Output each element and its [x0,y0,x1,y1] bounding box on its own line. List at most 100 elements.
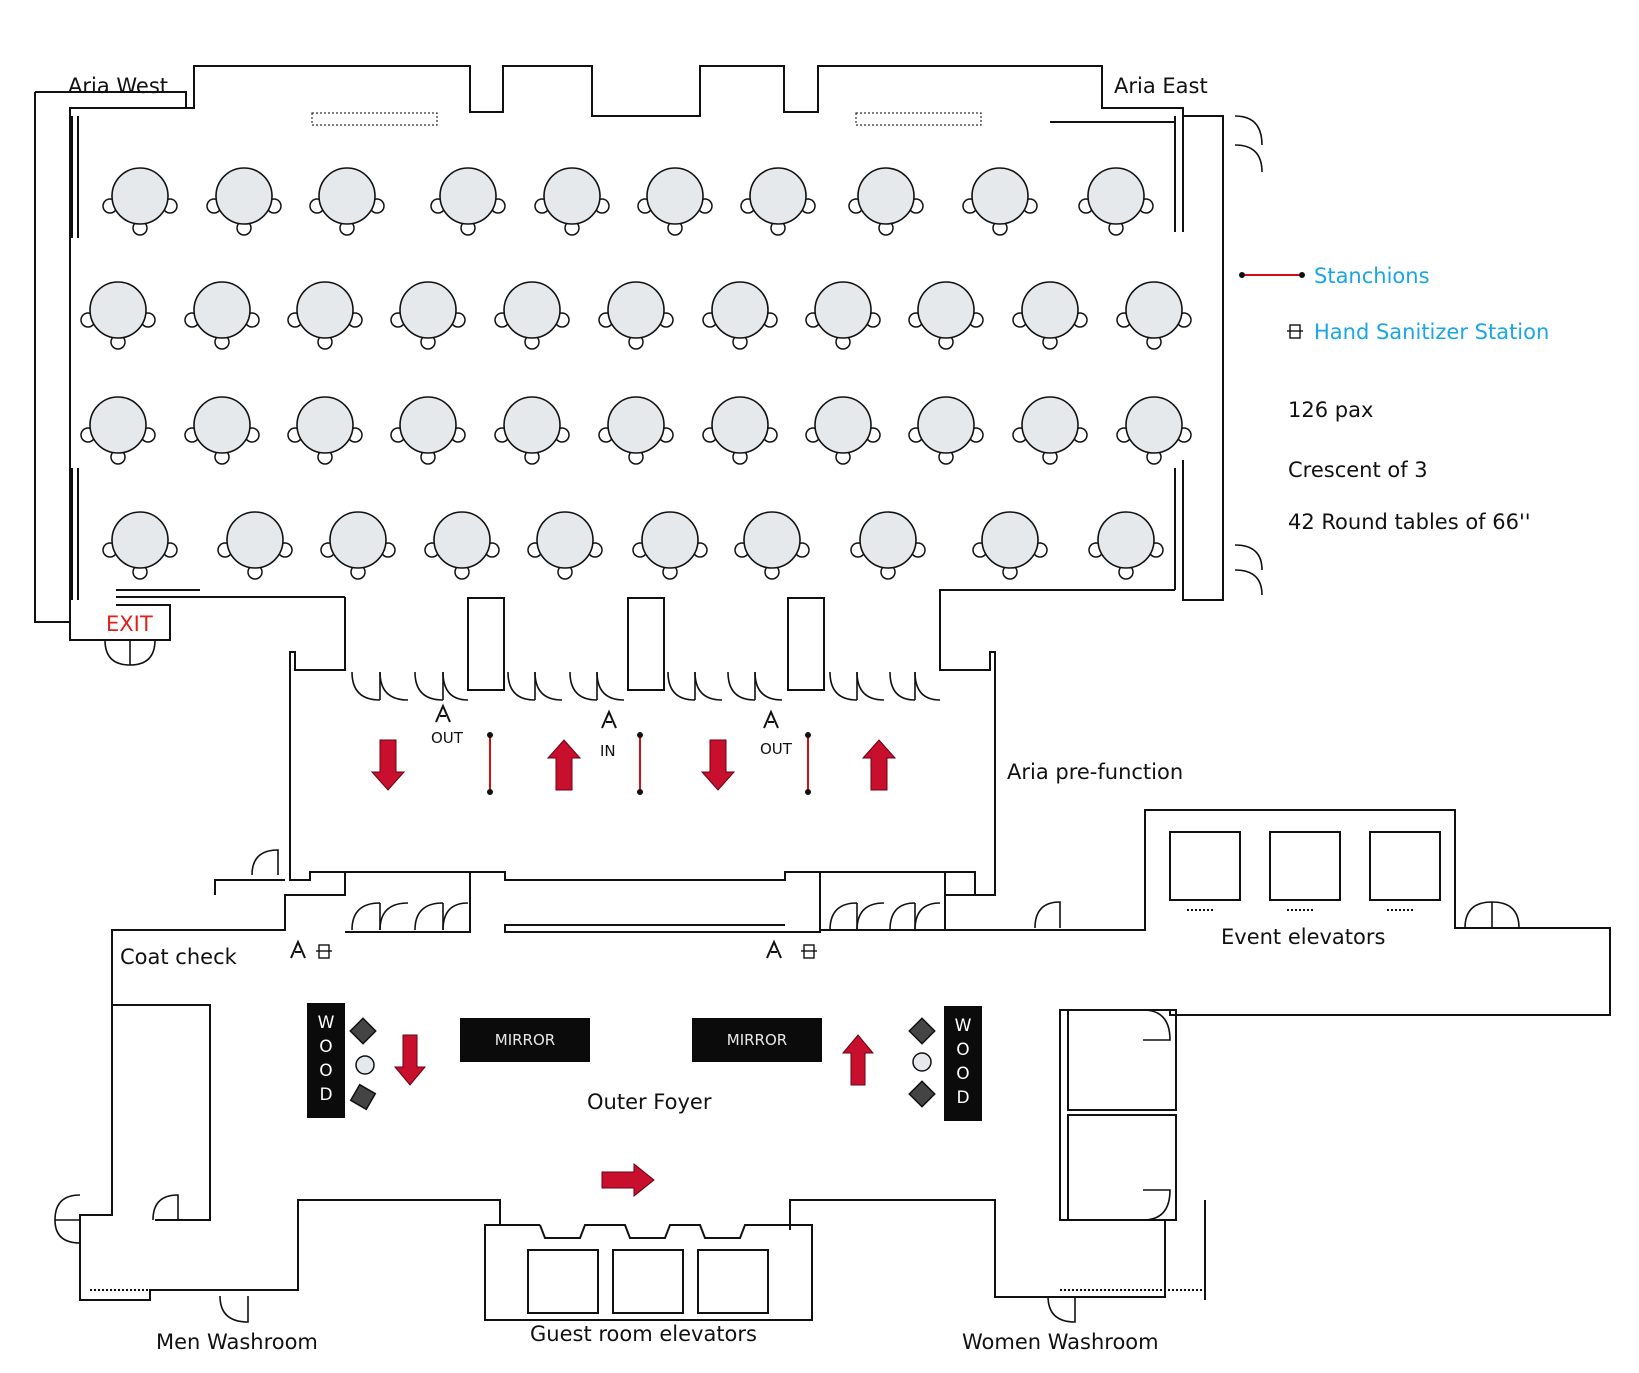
round-table-icon [1116,281,1192,350]
table-top [439,167,497,225]
room-label-women-washroom: Women Washroom [962,1330,1159,1354]
round-table-icon [908,281,984,350]
room-label-aria-east: Aria East [1114,74,1208,98]
side-table-icon [355,1055,375,1075]
round-table-icon [390,281,466,350]
table-top [503,281,561,339]
arrow-up-icon [841,1034,875,1086]
a-frame-signs [290,703,782,959]
table-top [399,281,457,339]
a-frame-sign-icon [290,939,306,959]
wood-panel-left: W O O D [307,1003,345,1118]
round-table-icon [908,396,984,465]
table-top [1097,511,1155,569]
round-table-icon [102,511,178,580]
wood-letter: O [956,1040,970,1060]
arrow-down-icon [700,739,736,791]
round-tables [80,167,1192,580]
table-top [859,511,917,569]
table-top [536,511,594,569]
round-table-icon [184,281,260,350]
round-table-icon [598,396,674,465]
arrow-down-icon [370,739,406,791]
table-top [711,281,769,339]
round-table-icon [424,511,500,580]
legend-tables: 42 Round tables of 66'' [1288,510,1531,534]
room-label-aria-west: Aria West [68,74,169,98]
table-top [981,511,1039,569]
round-table-icon [287,396,363,465]
table-top [318,167,376,225]
hand-sanitizers [316,324,1303,959]
round-table-icon [1078,167,1154,236]
wood-letter: D [956,1088,970,1108]
room-label-event-elevators: Event elevators [1221,925,1386,949]
table-top [296,281,354,339]
stanchions [487,272,1305,795]
round-table-icon [309,167,385,236]
room-label-pre-function: Aria pre-function [1007,760,1184,784]
wood-letter: D [319,1085,333,1105]
a-frame-sign-icon [601,709,617,729]
round-table-icon [848,167,924,236]
table-top [1021,396,1079,454]
table-top [749,167,807,225]
table-top [503,396,561,454]
in-sign-label: IN [600,742,616,760]
round-table-icon [287,281,363,350]
table-top [296,396,354,454]
lounge-seating [349,1017,936,1111]
out-sign-label: OUT [760,740,792,758]
lounge-chair-icon [349,1017,377,1045]
table-top [89,396,147,454]
table-top [607,281,665,339]
table-top [1125,396,1183,454]
round-table-icon [217,511,293,580]
a-frame-sign-icon [763,709,779,729]
room-label-guest-elevators: Guest room elevators [530,1322,757,1346]
table-top [193,281,251,339]
arrow-up-icon [861,739,897,791]
legend-hand-sanitizer: Hand Sanitizer Station [1314,320,1550,344]
wood-letter: O [319,1061,333,1081]
round-table-icon [972,511,1048,580]
lounge-chair-icon [908,1080,936,1108]
table-top [433,511,491,569]
table-top [814,281,872,339]
stage-outlines [311,112,982,126]
table-top [111,167,169,225]
walls [34,65,1611,1321]
round-table-icon [962,167,1038,236]
table-top [857,167,915,225]
table-top [399,396,457,454]
stanchion-legend-icon [1239,272,1305,278]
table-top [641,511,699,569]
table-top [917,281,975,339]
round-table-icon [1088,511,1164,580]
mirror-left: MIRROR [460,1018,590,1062]
round-table-icon [494,396,570,465]
round-table-icon [1012,396,1088,465]
round-table-icon [702,281,778,350]
table-top [743,511,801,569]
hand-sanitizer-icon [316,944,332,959]
room-label-coat-check: Coat check [120,945,237,969]
round-table-icon [632,511,708,580]
table-top [543,167,601,225]
room-label-men-washroom: Men Washroom [156,1330,318,1354]
round-table-icon [390,396,466,465]
table-top [89,281,147,339]
legend-crescent: Crescent of 3 [1288,458,1428,482]
round-table-icon [80,396,156,465]
round-table-icon [494,281,570,350]
ballroom-wall [34,65,1184,623]
flow-arrows [370,739,897,1198]
table-top [646,167,704,225]
wood-letter: O [956,1064,970,1084]
wood-panel-right: W O O D [944,1006,982,1121]
table-top [1021,281,1079,339]
ballroom-inner-wall [35,91,187,108]
round-table-icon [527,511,603,580]
arrow-down-icon [393,1034,427,1086]
mirror-right: MIRROR [692,1018,822,1062]
